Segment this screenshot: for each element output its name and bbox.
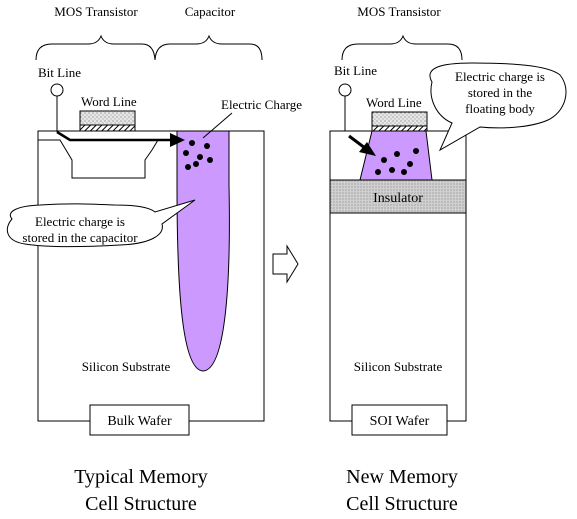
source-drain-outline	[38, 139, 172, 179]
new-caption-line2: Cell Structure	[346, 493, 458, 515]
bit-line-contact-icon-right	[338, 83, 352, 97]
floating-body-callout-line3: floating body	[465, 101, 535, 116]
mos-transistor-brace-right	[341, 34, 463, 61]
mos-transistor-label-right: MOS Transistor	[357, 4, 441, 19]
word-line-gate	[79, 110, 136, 126]
charge-injection-arrow	[348, 134, 366, 150]
capacitor-brace	[154, 34, 263, 61]
insulator-layer	[329, 179, 467, 214]
capacitor-callout-line1: Electric charge is	[35, 214, 125, 229]
floating-body-callout-line2: stored in the	[468, 85, 532, 100]
charge-flow-arrowhead	[170, 133, 185, 147]
word-line-label: Word Line	[81, 94, 137, 109]
charge-injection-arrowhead	[359, 142, 376, 156]
bulk-wafer-box	[89, 404, 190, 436]
electric-charge-label: Electric Charge	[221, 97, 302, 112]
word-line-gate-right	[371, 111, 428, 127]
gate-oxide	[79, 124, 136, 132]
gate-oxide-right	[371, 125, 428, 132]
typical-cell-structure: MOS Transistor Capacitor Bit Line Word L…	[6, 4, 302, 515]
bit-line-label-right: Bit Line	[334, 63, 377, 78]
transition-arrow-icon	[272, 244, 299, 284]
capacitor-callout-line2: stored in the capacitor	[22, 230, 138, 245]
insulator-label: Insulator	[373, 191, 423, 206]
charge-flow-arrow	[56, 130, 172, 142]
soi-wafer-label: SOI Wafer	[370, 414, 430, 429]
silicon-substrate-label: Silicon Substrate	[82, 359, 171, 374]
silicon-substrate-label-right: Silicon Substrate	[354, 359, 443, 374]
floating-body-charge-dots	[375, 148, 419, 175]
bulk-wafer-label: Bulk Wafer	[107, 414, 172, 429]
bit-line-contact-icon	[50, 83, 64, 97]
electric-charge-pointer	[202, 112, 233, 139]
soi-wafer-box	[351, 404, 448, 436]
mos-transistor-label: MOS Transistor	[54, 4, 138, 19]
new-cell-structure: MOS Transistor Insulator Bit Line Word L…	[329, 4, 567, 515]
new-caption-line1: New Memory	[346, 466, 458, 488]
typical-caption-line2: Cell Structure	[85, 493, 197, 515]
capacitor-callout-bubble	[6, 199, 196, 248]
capacitor-charge-region	[176, 130, 230, 372]
word-line-label-right: Word Line	[366, 95, 422, 110]
electric-charge-dots	[183, 140, 213, 170]
mos-transistor-brace	[35, 34, 156, 61]
bit-line-label: Bit Line	[38, 65, 81, 80]
capacitor-label: Capacitor	[185, 4, 236, 19]
floating-body-callout-bubble	[429, 62, 567, 152]
typical-caption-line1: Typical Memory	[74, 466, 208, 488]
floating-body-callout-line1: Electric charge is	[455, 69, 545, 84]
